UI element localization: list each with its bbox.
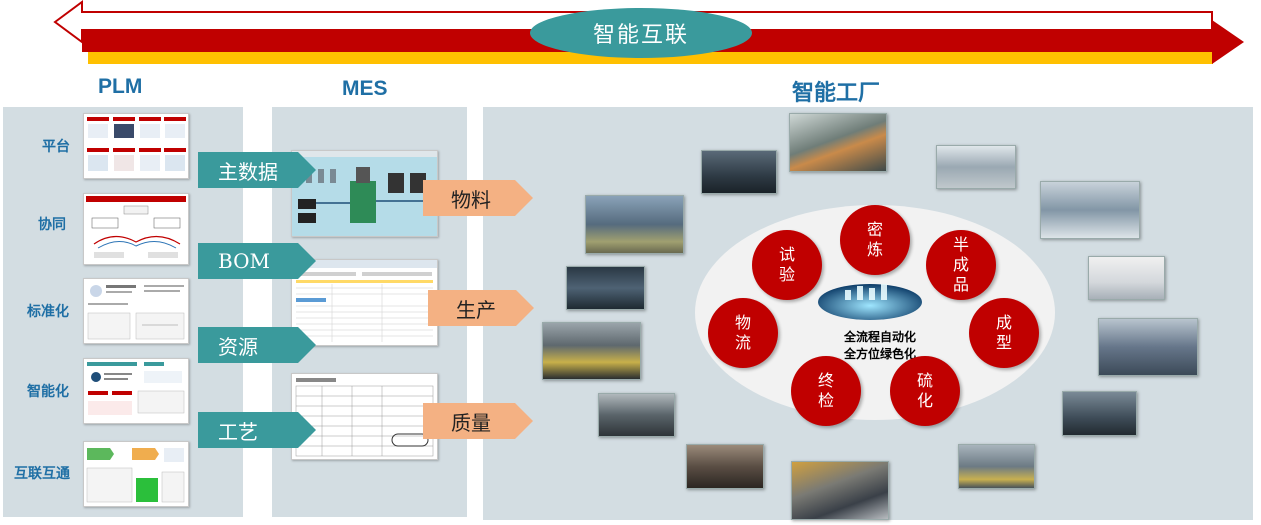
- link-master-data: 主数据: [198, 152, 316, 188]
- plm-item-platform: 平台: [42, 139, 70, 155]
- plm-thumb-collaboration: [83, 193, 189, 265]
- factory-photo-4: [585, 195, 684, 254]
- process-building: 成型: [969, 298, 1039, 368]
- link-resource-label: 资源: [218, 334, 258, 359]
- factory-photo-10: [598, 393, 675, 437]
- process-curing-label: 硫化: [916, 371, 933, 410]
- process-curing: 硫化: [890, 356, 960, 426]
- factory-center-graphic: [818, 284, 922, 320]
- process-semi-product-label: 半成品: [952, 235, 969, 294]
- plm-thumb-interconnection: [83, 441, 189, 507]
- plm-item-intelligence: 智能化: [27, 384, 69, 400]
- process-final-inspection: 终检: [791, 356, 861, 426]
- banner-yellow-bar: [88, 52, 1213, 64]
- factory-photo-14: [791, 461, 889, 520]
- plm-thumb-standardization: [83, 278, 189, 344]
- factory-photo-5: [1040, 181, 1140, 239]
- process-logistics: 物流: [708, 298, 778, 368]
- link-production: 生产: [428, 290, 534, 326]
- factory-photo-11: [1062, 391, 1137, 436]
- plm-item-collaboration: 协同: [38, 217, 66, 233]
- process-building-label: 成型: [995, 313, 1012, 352]
- link-process-label: 工艺: [218, 419, 258, 444]
- process-testing: 试验: [752, 230, 822, 300]
- factory-center-line-1: 全流程自动化: [844, 330, 917, 344]
- link-bom-label: BOM: [218, 249, 270, 273]
- link-material: 物料: [423, 180, 533, 216]
- factory-photo-1: [789, 113, 887, 172]
- process-final-inspection-label: 终检: [817, 371, 834, 410]
- factory-photo-2: [701, 150, 777, 194]
- plm-thumb-platform: [83, 113, 189, 179]
- link-quality-label: 质量: [451, 410, 491, 435]
- link-resource: 资源: [198, 327, 316, 363]
- factory-photo-6: [566, 266, 645, 310]
- plm-thumb-intelligence: [83, 358, 189, 424]
- link-material-label: 物料: [451, 187, 491, 212]
- banner-label: 智能互联: [592, 23, 689, 48]
- banner-oval: 智能互联: [530, 8, 752, 58]
- factory-photo-9: [1098, 318, 1198, 376]
- link-quality: 质量: [423, 403, 533, 439]
- factory-photo-3: [936, 145, 1016, 189]
- process-logistics-label: 物流: [734, 313, 751, 352]
- process-mixing: 密炼: [840, 205, 910, 275]
- factory-center-line-2: 全方位绿色化: [844, 347, 917, 361]
- plm-item-interconnection: 互联互通: [14, 466, 70, 482]
- factory-title: 智能工厂: [792, 80, 881, 105]
- plm-title: PLM: [98, 75, 143, 98]
- link-process: 工艺: [198, 412, 316, 448]
- mes-title: MES: [342, 77, 388, 100]
- plm-item-standardization: 标准化: [27, 304, 69, 320]
- process-semi-product: 半成品: [926, 230, 996, 300]
- factory-photo-13: [958, 444, 1035, 489]
- factory-photo-7: [1088, 256, 1165, 300]
- link-production-label: 生产: [456, 297, 496, 322]
- link-master-data-label: 主数据: [218, 159, 278, 184]
- process-testing-label: 试验: [778, 245, 795, 284]
- factory-photo-12: [686, 444, 764, 489]
- link-bom: BOM: [198, 243, 316, 279]
- process-mixing-label: 密炼: [866, 220, 883, 259]
- factory-photo-8: [542, 322, 641, 380]
